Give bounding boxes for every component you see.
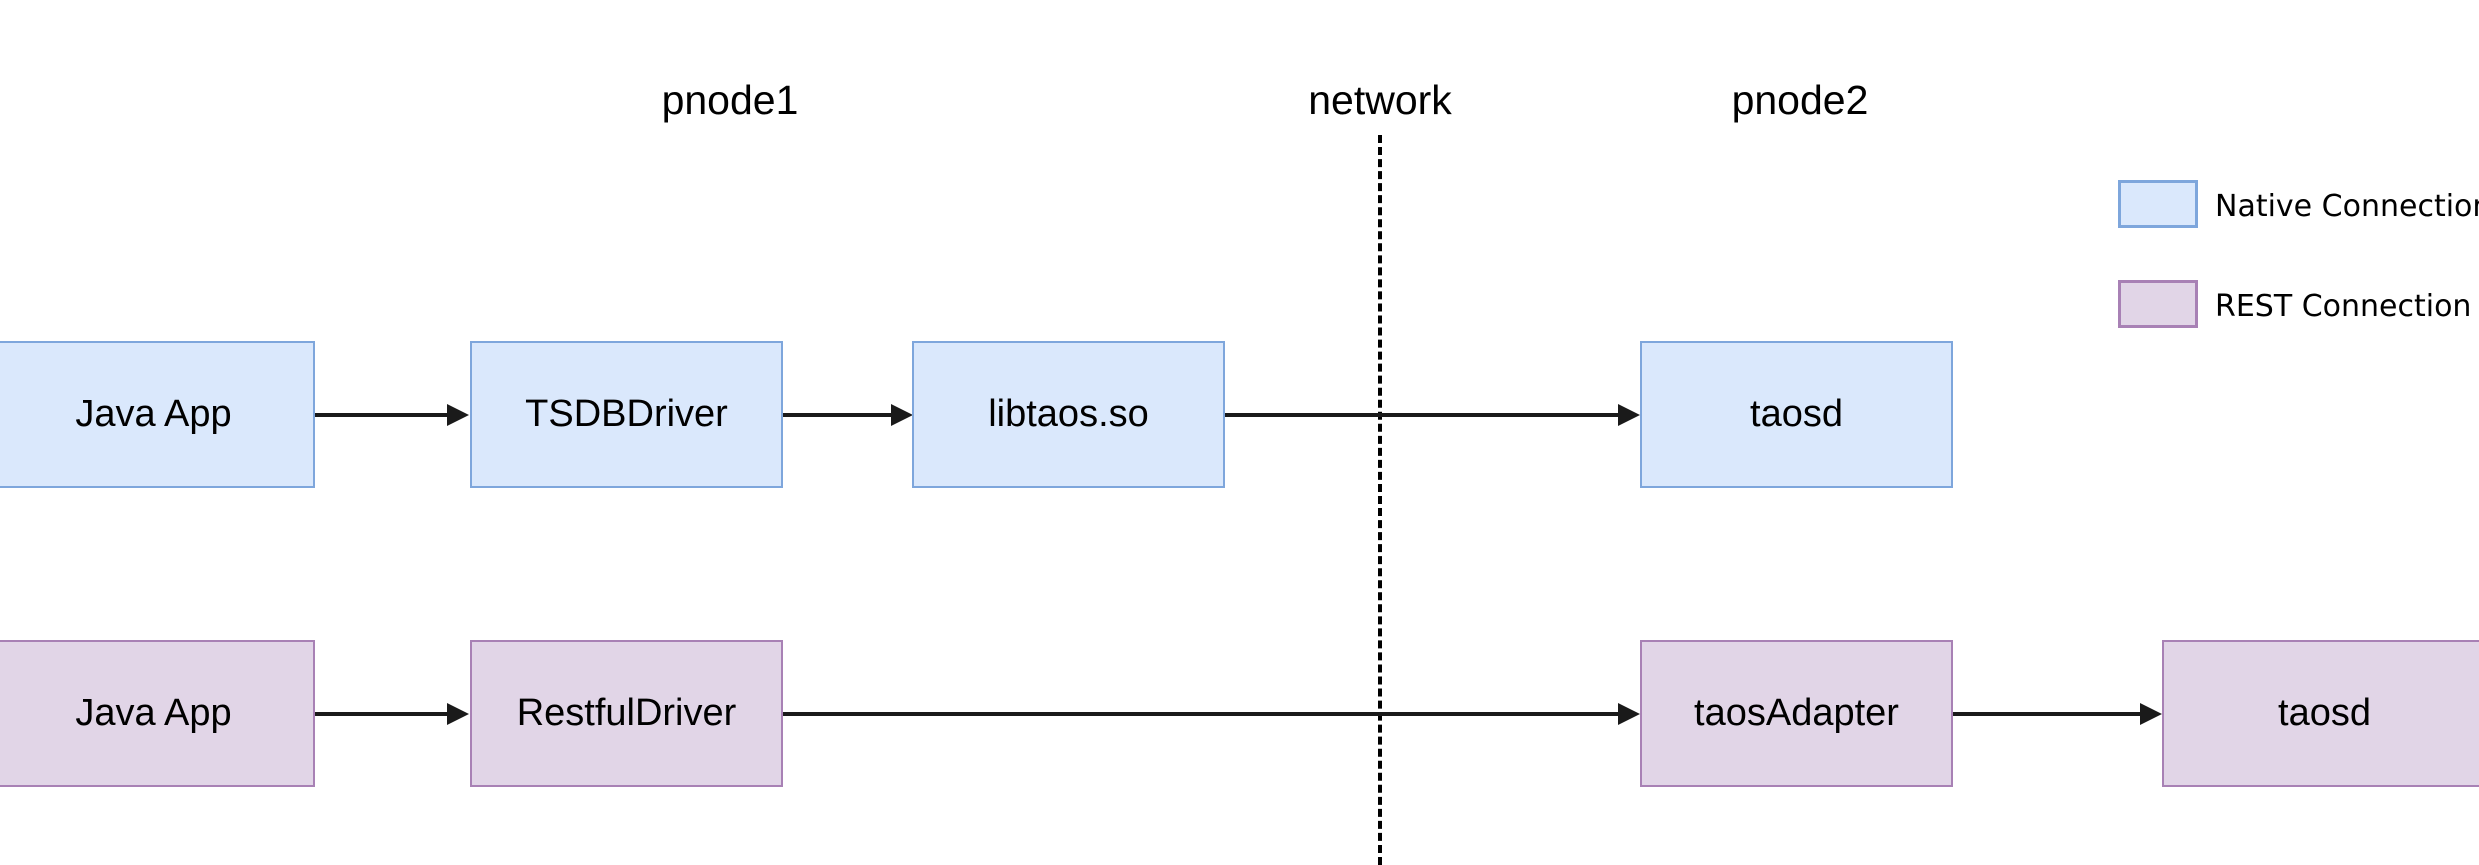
arrow-javaapp-to-tsdbdriver [315, 413, 447, 417]
column-label-network: network [1308, 77, 1452, 123]
arrow-taosadapter-to-taosd [1953, 712, 2140, 716]
node-label: taosAdapter [1694, 692, 1899, 734]
node-java-app-native[interactable]: Java App [0, 341, 315, 488]
arrow-javaapp-to-restfuldriver [315, 712, 447, 716]
node-label: taosd [2278, 692, 2371, 734]
node-label: TSDBDriver [525, 393, 728, 435]
arrow-head-libtaos-to-taosd [1618, 404, 1640, 426]
arrow-head-javaapp-to-restfuldriver [447, 703, 469, 725]
arrow-head-taosadapter-to-taosd [2140, 703, 2162, 725]
node-label: Java App [75, 393, 232, 435]
arrow-head-tsdbdriver-to-libtaos [891, 404, 913, 426]
arrow-head-javaapp-to-tsdbdriver [447, 404, 469, 426]
node-tsdbdriver[interactable]: TSDBDriver [470, 341, 783, 488]
legend-swatch-rest [2118, 280, 2198, 328]
node-label: taosd [1750, 393, 1843, 435]
legend-label-rest: REST Connection [2215, 289, 2472, 324]
node-restfuldriver[interactable]: RestfulDriver [470, 640, 783, 787]
node-label: Java App [75, 692, 232, 734]
column-label-pnode1: pnode1 [661, 77, 799, 123]
arrow-head-restfuldriver-to-taosadapter [1618, 703, 1640, 725]
node-taosadapter[interactable]: taosAdapter [1640, 640, 1953, 787]
arrow-libtaos-to-taosd [1225, 413, 1618, 417]
network-divider-line [1378, 135, 1382, 865]
node-label: RestfulDriver [516, 692, 737, 734]
node-libtaos-so[interactable]: libtaos.so [912, 341, 1225, 488]
column-label-pnode2: pnode2 [1731, 77, 1869, 123]
node-label: libtaos.so [988, 393, 1149, 435]
legend-swatch-native [2118, 180, 2198, 228]
node-java-app-rest[interactable]: Java App [0, 640, 315, 787]
arrow-restfuldriver-to-taosadapter [783, 712, 1618, 716]
node-taosd-native[interactable]: taosd [1640, 341, 1953, 488]
node-taosd-rest[interactable]: taosd [2162, 640, 2479, 787]
legend-label-native: Native Connection [2215, 189, 2479, 224]
arrow-tsdbdriver-to-libtaos [783, 413, 891, 417]
